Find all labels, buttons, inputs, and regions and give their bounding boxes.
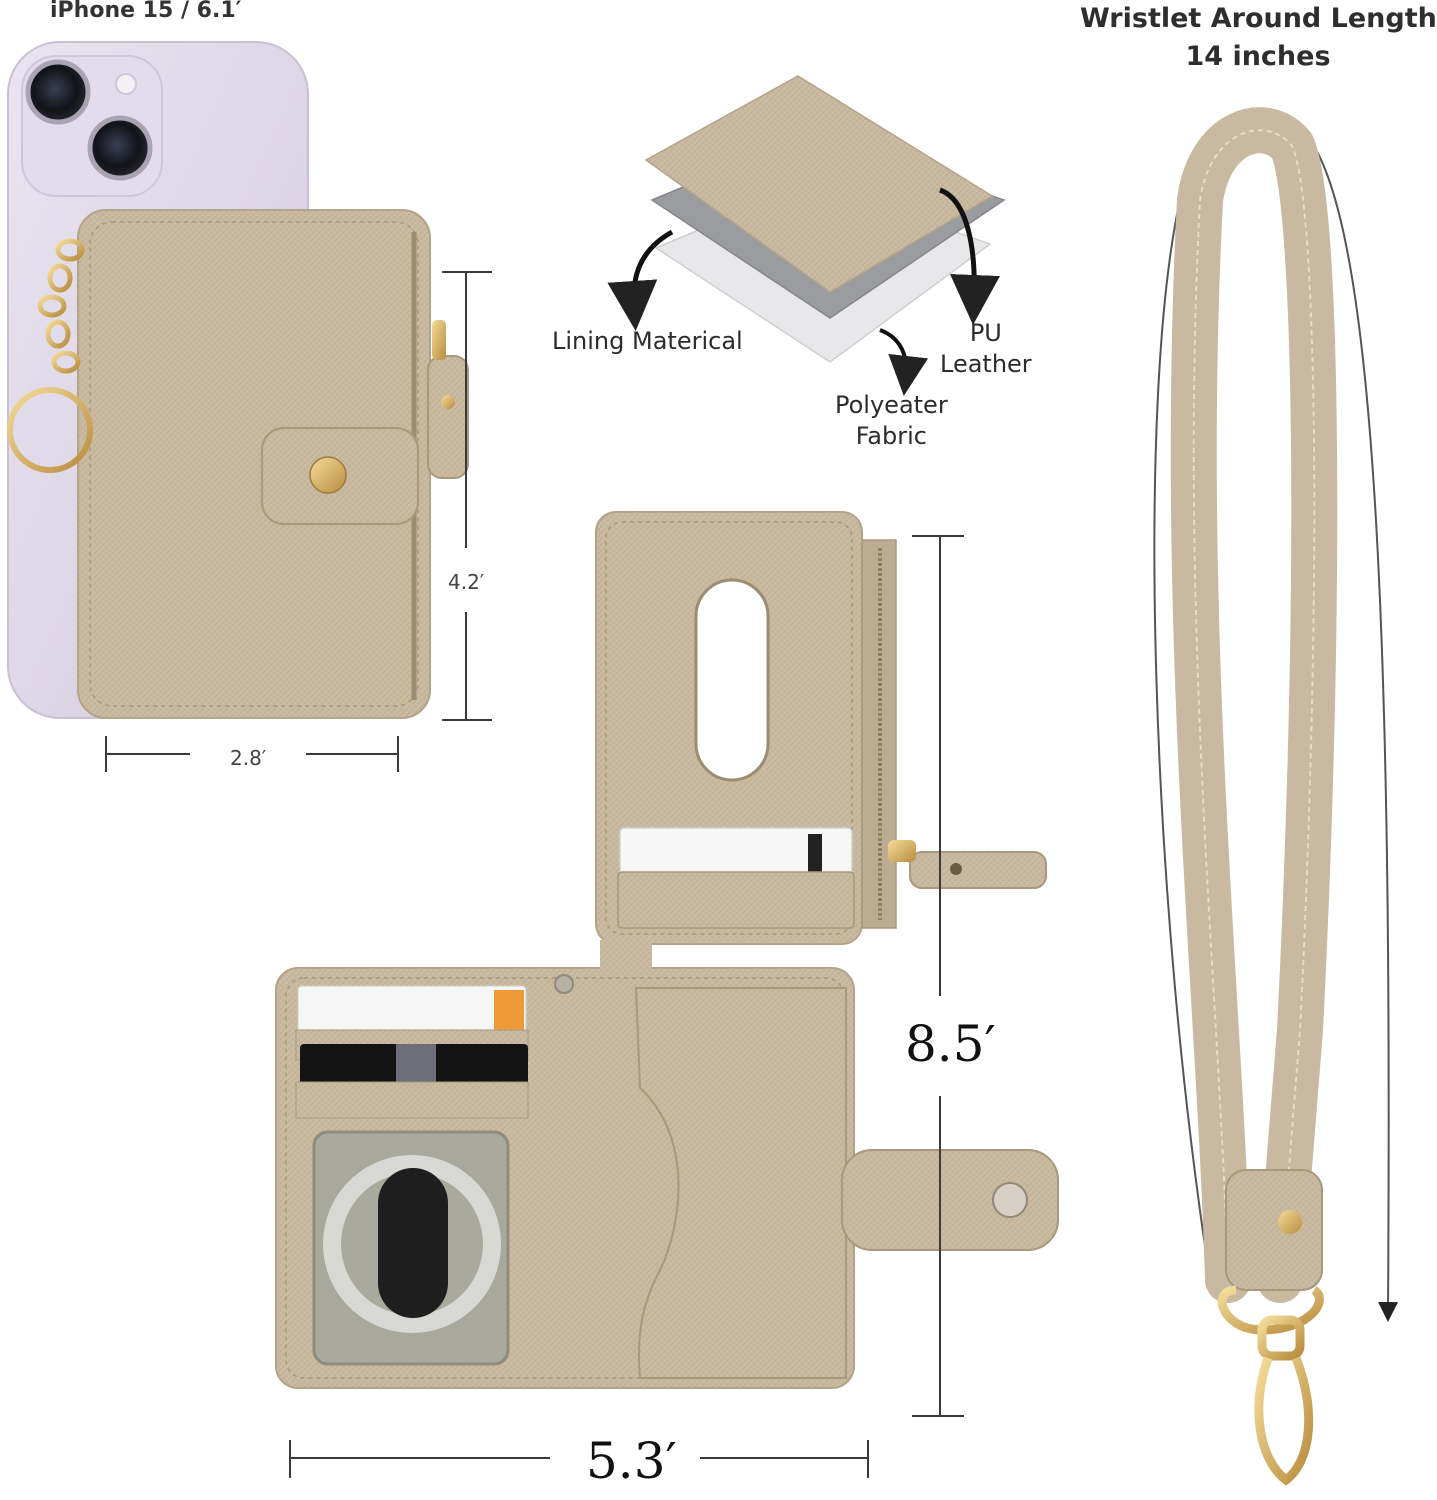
snap-button-icon	[992, 1182, 1028, 1218]
snap-button-icon	[309, 456, 347, 494]
camera-lens-icon	[25, 59, 91, 125]
lining-material-label: Lining Materical	[552, 327, 743, 355]
open-wallet	[275, 511, 1059, 1389]
material-layers	[607, 75, 1006, 396]
phone-with-wallet	[7, 41, 492, 772]
brand-logo-window	[378, 1168, 448, 1318]
wristlet-title-line-2: 14 inches	[1185, 41, 1331, 72]
key-ring-chain	[7, 238, 93, 473]
small-wallet-width-line	[105, 736, 399, 772]
snap-tab	[841, 1149, 1059, 1251]
wristlet-length-label: Wristlet Around Length 14 inches	[1080, 0, 1437, 76]
center-flap	[634, 987, 847, 1379]
open-wallet-height-line	[912, 535, 964, 1417]
pu-leather-label: PU Leather	[940, 318, 1032, 380]
wristlet-title-line-1: Wristlet Around Length	[1080, 3, 1437, 34]
zipper-pull	[427, 355, 469, 479]
small-wallet-height-label: 4.2′	[448, 570, 485, 594]
pu-label-line-2: Leather	[940, 350, 1032, 378]
flash-icon	[115, 73, 137, 95]
poly-label-line-1: Polyeater	[835, 391, 948, 419]
rivet-icon	[1278, 1210, 1302, 1234]
small-wallet-height-line	[442, 271, 492, 721]
pu-leather-layer	[644, 75, 994, 293]
arrow-icon	[879, 328, 929, 396]
brand-logo-window	[694, 578, 770, 782]
arrow-icon	[938, 187, 1000, 325]
pu-label-line-1: PU	[969, 319, 1002, 347]
phone-size-label: iPhone 15 / 6.1′	[50, 0, 242, 23]
open-wallet-height-label: 8.5′	[905, 1015, 996, 1073]
open-wallet-width-label: 5.3′	[586, 1432, 677, 1490]
zipper-pull	[909, 851, 1047, 889]
arrow-icon	[607, 229, 674, 331]
small-wallet-width-label: 2.8′	[230, 746, 267, 770]
poly-label-line-2: Fabric	[855, 422, 927, 450]
open-wallet-width-line	[289, 1440, 869, 1478]
wristlet-strap	[1153, 107, 1399, 1486]
small-wallet	[7, 209, 469, 719]
rivet-icon	[554, 974, 574, 994]
polyester-fabric-label: Polyeater Fabric	[835, 390, 948, 452]
lobster-clasp-icon	[1217, 1285, 1324, 1486]
camera-lens-icon	[87, 115, 153, 181]
